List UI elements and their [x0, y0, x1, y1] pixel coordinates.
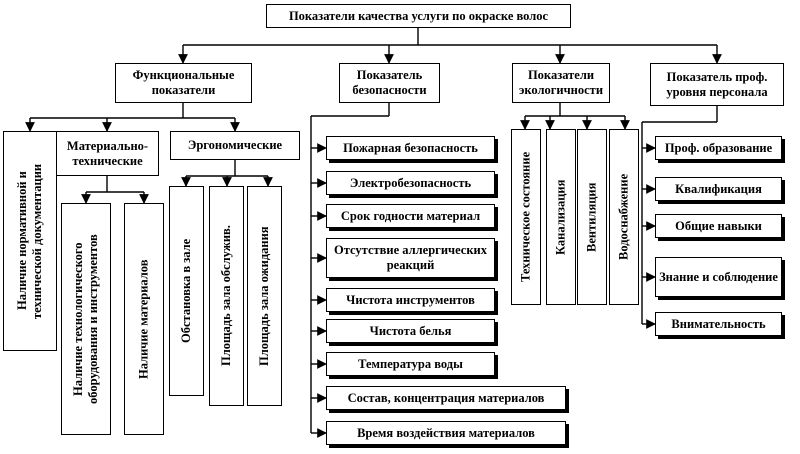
category-ecology: Показатели экологичности: [512, 63, 610, 103]
category-safety: Показатель безопасности: [339, 63, 440, 103]
material-technical-node: Материально-технические: [56, 131, 159, 176]
safety-item-tool-cleanliness: Чистота инструментов: [326, 288, 495, 312]
category-staff: Показатель проф. уровня персонала: [650, 63, 784, 106]
safety-item-fire: Пожарная безопасность: [326, 136, 495, 160]
staff-item-general-skills: Общие навыки: [655, 214, 782, 238]
equipment-node: Наличие технологического оборудования и …: [61, 203, 111, 435]
staff-item-education: Проф. образование: [655, 136, 782, 160]
staff-item-knowledge: Знание и соблюдение: [655, 257, 782, 297]
waiting-area-node: Площадь зала ожидания: [247, 186, 282, 406]
root-node: Показатели качества услуги по окраске во…: [266, 4, 571, 28]
ecology-item-water-supply: Водоснабжение: [609, 129, 639, 305]
ecology-item-ventilation: Вентиляция: [577, 129, 607, 305]
ecology-item-sewerage: Канализация: [546, 129, 576, 305]
safety-item-exposure-time: Время воздействия материалов: [326, 421, 566, 445]
category-functional: Функциональные показатели: [115, 63, 252, 103]
documentation-node: Наличие нормативной и технической докуме…: [3, 131, 57, 351]
safety-item-composition: Состав, концентрация материалов: [326, 386, 566, 410]
hall-setting-node: Обстановка в зале: [169, 186, 204, 396]
staff-item-attentiveness: Внимательность: [655, 312, 782, 336]
safety-item-allergy: Отсутствие аллергических реакций: [326, 238, 495, 278]
safety-item-water-temperature: Температура воды: [326, 352, 495, 376]
safety-item-shelf-life: Срок годности материал: [326, 204, 495, 228]
safety-item-linen-cleanliness: Чистота белья: [326, 319, 495, 343]
staff-item-qualification: Квалификация: [655, 177, 782, 201]
safety-item-electrical: Электробезопасность: [326, 171, 495, 195]
ecology-item-technical-state: Техническое состояние: [511, 129, 541, 305]
materials-node: Наличие материалов: [124, 203, 164, 435]
service-area-node: Площадь зала обслужив.: [209, 186, 244, 406]
ergonomic-node: Эргономические: [170, 131, 300, 160]
